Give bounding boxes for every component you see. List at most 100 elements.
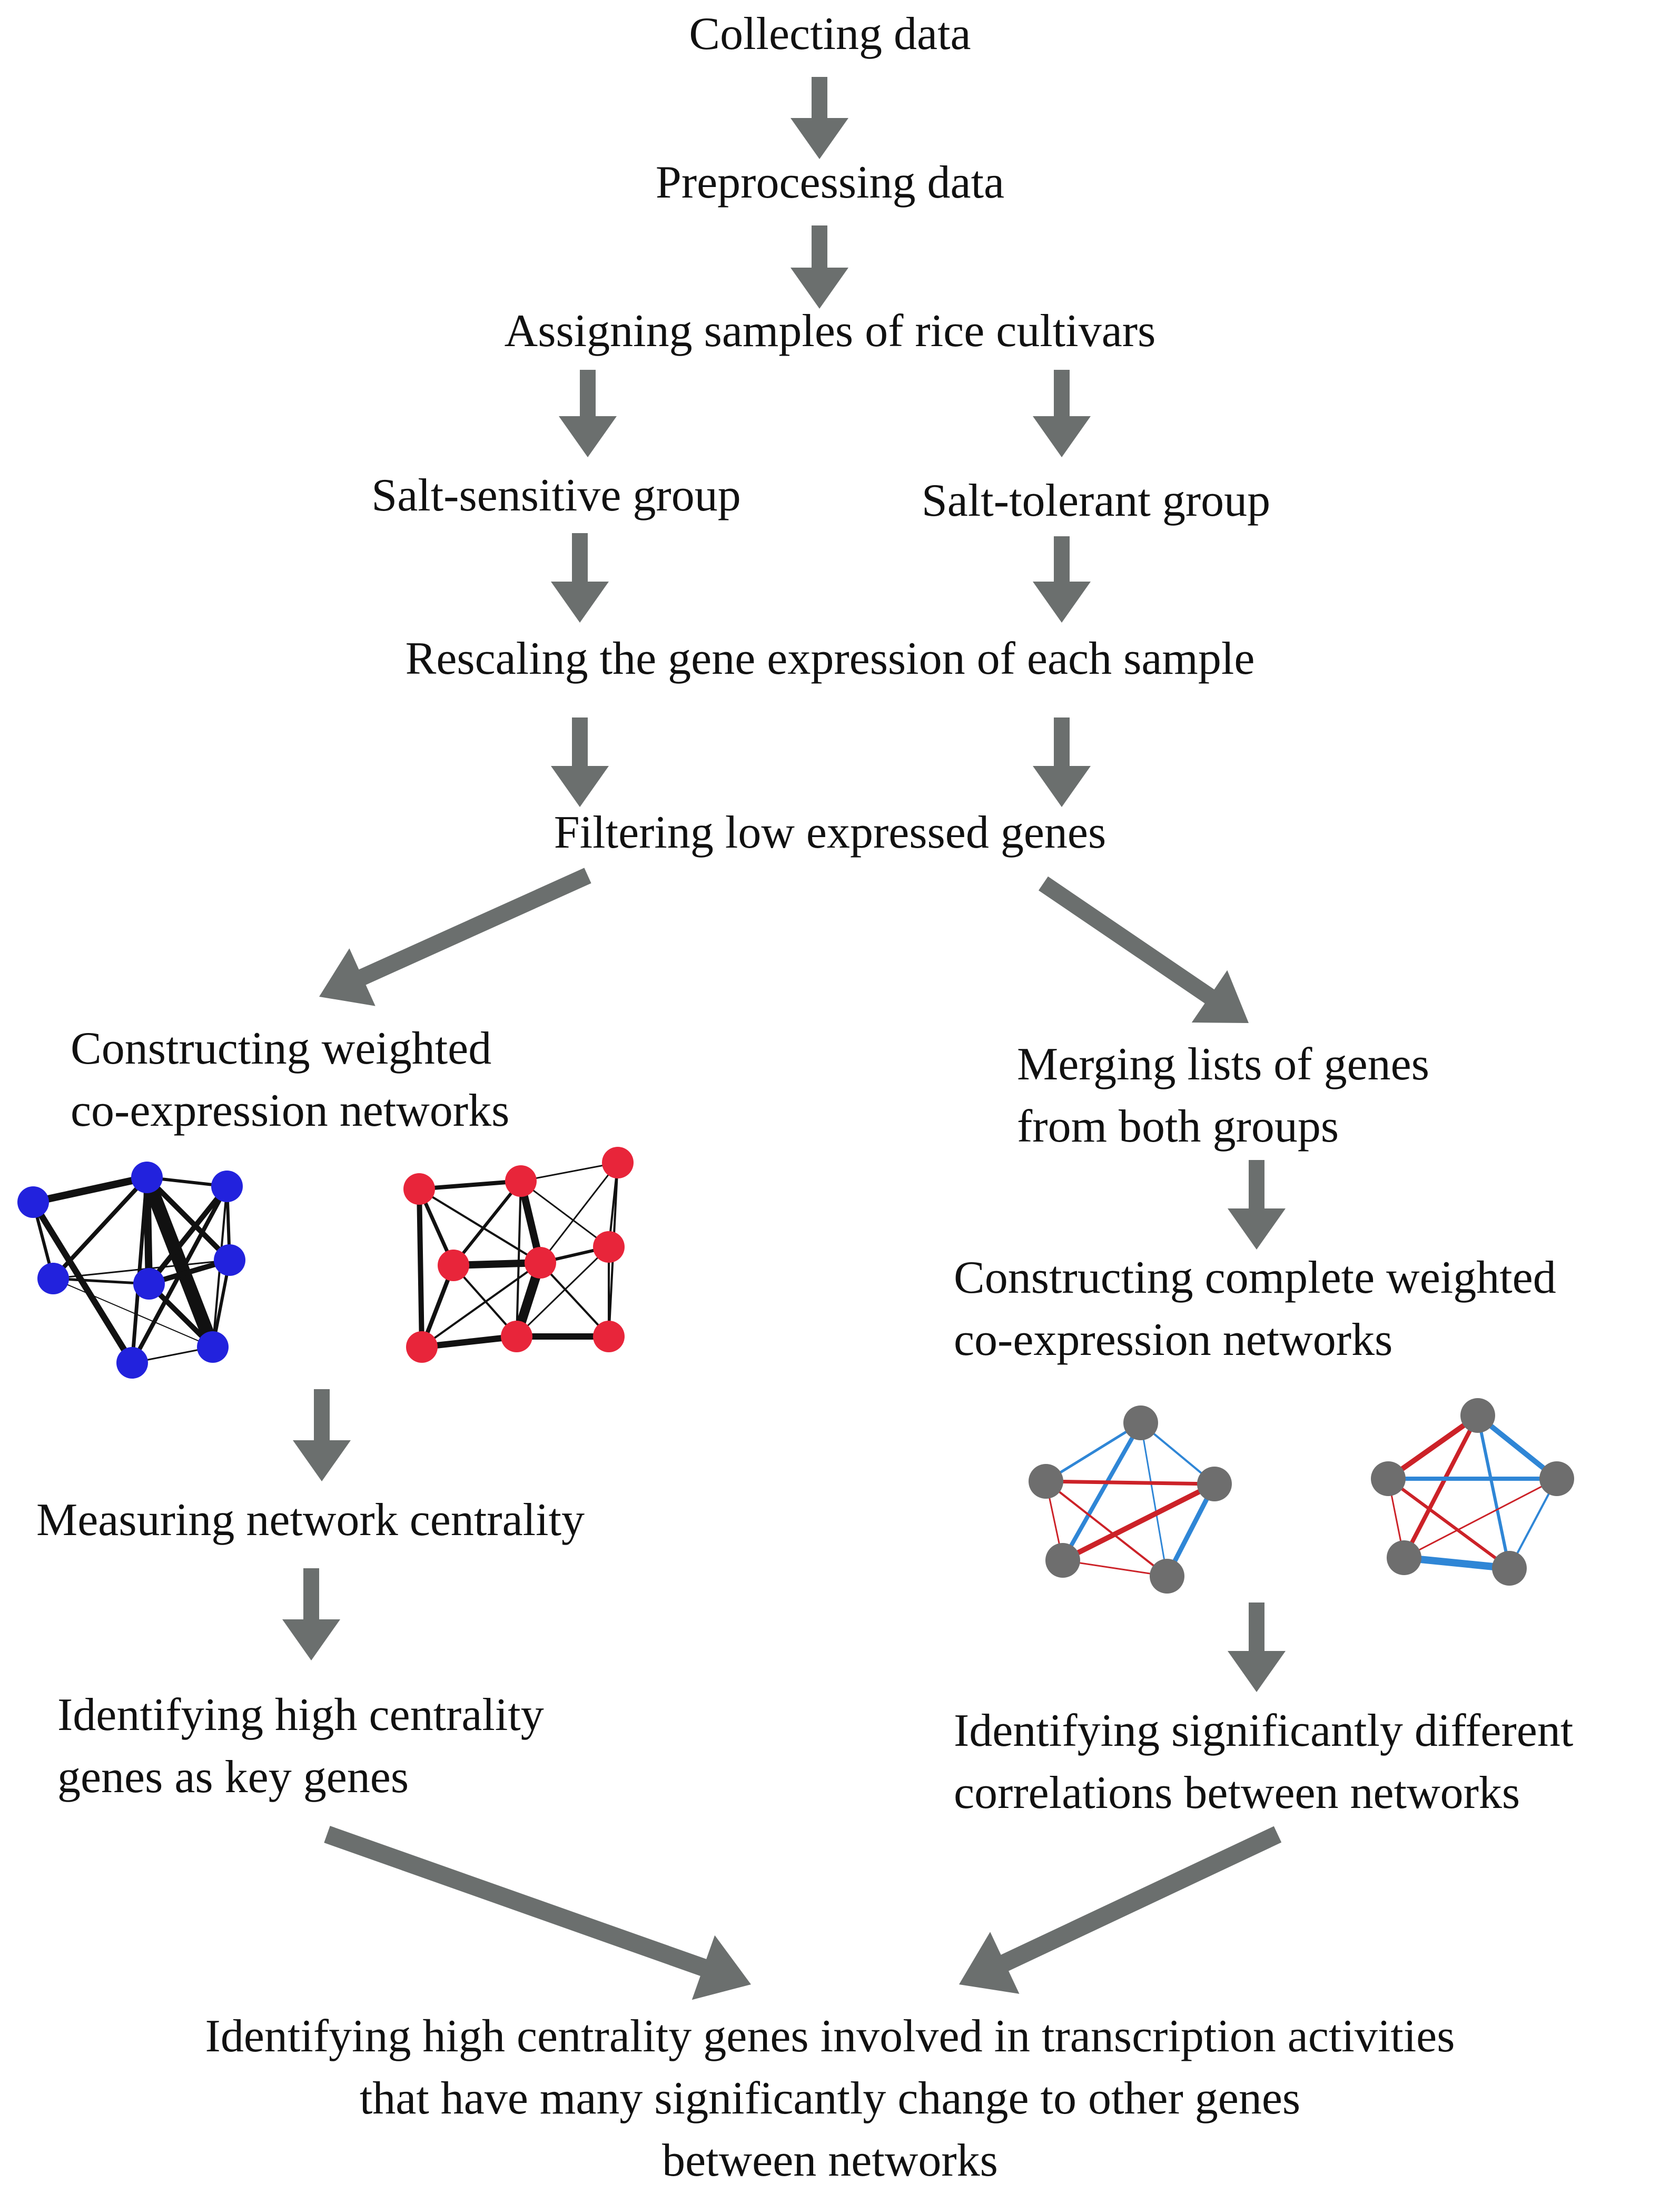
tolerant-node (403, 1173, 435, 1205)
step-identifying-different-correlations: Identifying significantly different corr… (954, 1700, 1573, 1824)
constructing-complete-line-2: co-expression networks (954, 1314, 1393, 1365)
complete-right-edge (1387, 1477, 1511, 1570)
arrow-key-genes-to-final (324, 1826, 751, 2000)
sensitive-edge (29, 1174, 151, 1206)
final-line-3: between networks (662, 2135, 998, 2186)
sensitive-node (133, 1268, 165, 1300)
sensitive-node (131, 1162, 163, 1193)
sensitive-node (17, 1186, 49, 1218)
complete-right-edge (1400, 1554, 1513, 1572)
complete-left-node (1045, 1543, 1080, 1578)
step-constructing-weighted-networks: Constructing weighted co-expression netw… (71, 1018, 509, 1142)
complete-right-edge (1476, 1414, 1511, 1570)
salt-sensitive-network (17, 1162, 245, 1379)
arrow-merging-to-constructing-complete (1228, 1160, 1286, 1250)
flow-arrows (282, 77, 1286, 2000)
arrow-networks-to-measuring (293, 1389, 351, 1481)
identifying-key-line-2: genes as key genes (57, 1752, 409, 1803)
step-rescaling-expression: Rescaling the gene expression of each sa… (405, 633, 1255, 684)
complete-right-node (1460, 1398, 1495, 1433)
tolerant-edge (516, 1180, 522, 1338)
tolerant-node (505, 1165, 537, 1197)
tolerant-node (525, 1247, 556, 1279)
sensitive-edge (140, 1171, 220, 1354)
tolerant-edge (539, 1262, 610, 1338)
step-final-identification: Identifying high centrality genes involv… (93, 2005, 1567, 2192)
sensitive-edge (51, 1175, 149, 1281)
complete-left-node (1150, 1559, 1184, 1594)
step-filtering-genes: Filtering low expressed genes (554, 807, 1106, 858)
arrow-complete-to-identifying-diff (1228, 1603, 1286, 1692)
sensitive-node (197, 1331, 229, 1363)
arrow-diff-to-final (959, 1826, 1282, 1994)
arrow-rescaling-to-filtering-right (1033, 717, 1091, 807)
constructing-weighted-line-2: co-expression networks (71, 1085, 510, 1136)
complete-right-node (1539, 1461, 1574, 1496)
complete-right-edge (1402, 1413, 1480, 1560)
identifying-diff-line-1: Identifying significantly different (954, 1705, 1574, 1756)
complete-network-right (1371, 1398, 1574, 1586)
step-constructing-complete-networks: Constructing complete weighted co-expres… (954, 1247, 1556, 1371)
arrow-tolerant-to-rescaling (1033, 536, 1091, 623)
tolerant-edge (520, 1162, 619, 1182)
tolerant-edge (421, 1262, 541, 1348)
complete-left-edge (1062, 1559, 1168, 1577)
arrow-assigning-to-sensitive (559, 370, 617, 457)
complete-left-node (1029, 1464, 1063, 1499)
complete-left-edge (1140, 1422, 1168, 1577)
arrow-assigning-to-tolerant (1033, 370, 1091, 457)
step-merging-gene-lists: Merging lists of genes from both groups (1017, 1034, 1429, 1158)
complete-left-edge (1044, 1479, 1217, 1486)
complete-right-node (1371, 1461, 1406, 1496)
arrow-filtering-to-constructing-weighted (319, 868, 591, 1006)
step-measuring-centrality: Measuring network centrality (36, 1495, 585, 1546)
arrow-collecting-to-preprocessing (791, 77, 848, 159)
tolerant-edge (520, 1180, 610, 1248)
identifying-key-line-1: Identifying high centrality (57, 1689, 544, 1741)
sensitive-node (116, 1347, 148, 1379)
arrow-rescaling-to-filtering-left (551, 717, 609, 807)
complete-left-node (1197, 1467, 1232, 1501)
tolerant-node (501, 1321, 532, 1352)
step-salt-tolerant-group: Salt-tolerant group (921, 475, 1271, 526)
tolerant-node (593, 1231, 625, 1263)
complete-left-edge (1044, 1421, 1142, 1483)
tolerant-node (593, 1321, 625, 1352)
complete-left-edge (1045, 1480, 1168, 1577)
tolerant-node (438, 1250, 469, 1281)
step-salt-sensitive-group: Salt-sensitive group (371, 470, 741, 521)
step-collecting-data: Collecting data (689, 8, 971, 60)
sensitive-edge (52, 1259, 231, 1280)
sensitive-node (37, 1263, 69, 1294)
complete-right-node (1492, 1551, 1527, 1586)
sensitive-node (211, 1171, 243, 1202)
constructing-weighted-line-1: Constructing weighted (71, 1023, 492, 1074)
complete-left-edge (1061, 1421, 1143, 1562)
tolerant-edge (418, 1188, 541, 1264)
tolerant-node (602, 1147, 634, 1178)
complete-left-node (1123, 1405, 1158, 1440)
tolerant-edge (539, 1162, 619, 1264)
arrow-measuring-to-identifying-key (282, 1568, 340, 1660)
tolerant-edge (417, 1179, 523, 1191)
step-identifying-key-genes: Identifying high centrality genes as key… (57, 1684, 544, 1808)
tolerant-edge (417, 1186, 424, 1350)
tolerant-node (406, 1331, 438, 1363)
sensitive-node (214, 1244, 245, 1276)
identifying-diff-line-2: correlations between networks (954, 1767, 1520, 1818)
complete-right-node (1387, 1540, 1421, 1575)
tolerant-edge (516, 1246, 610, 1338)
step-assigning-samples: Assigning samples of rice cultivars (504, 306, 1156, 357)
complete-left-edge (1060, 1481, 1217, 1563)
complete-right-edge (1403, 1478, 1558, 1559)
sensitive-edge (144, 1175, 232, 1263)
constructing-complete-line-1: Constructing complete weighted (954, 1252, 1556, 1303)
sensitive-edge (52, 1277, 151, 1285)
tolerant-edge (419, 1333, 520, 1350)
sensitive-edge (53, 1278, 213, 1348)
final-line-1: Identifying high centrality genes involv… (205, 2011, 1455, 2062)
arrow-filtering-to-merging (1039, 876, 1249, 1023)
sensitive-edge (30, 1199, 135, 1366)
